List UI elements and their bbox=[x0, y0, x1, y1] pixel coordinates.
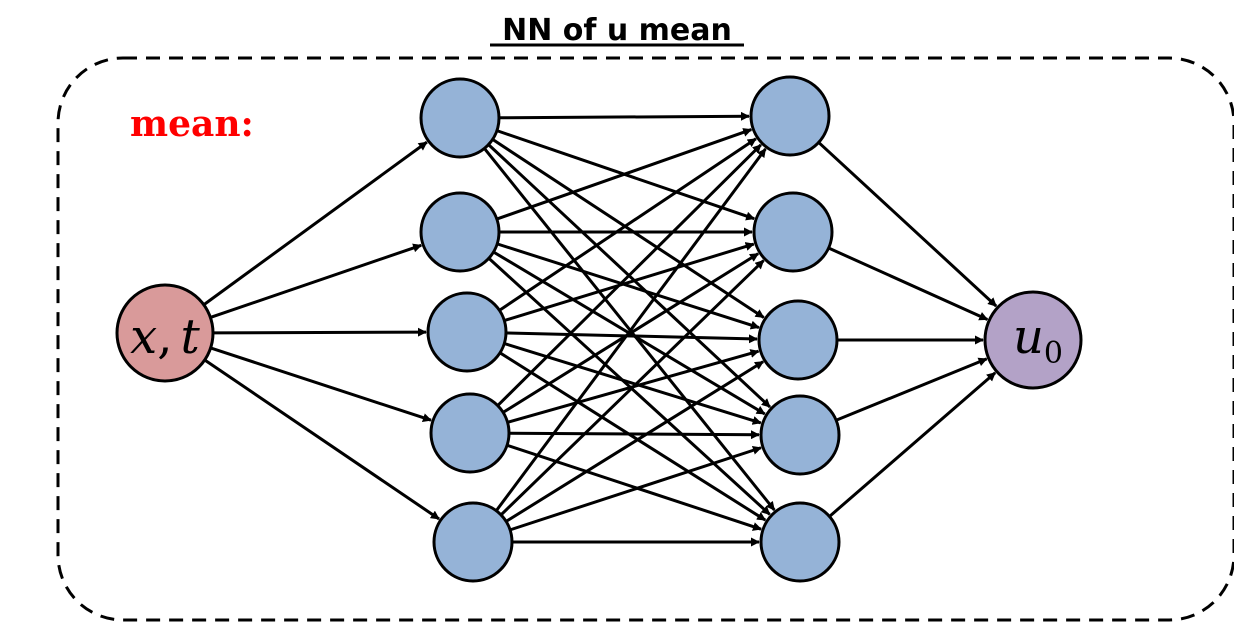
panel-tag-separator: : bbox=[241, 103, 254, 145]
hidden2-node-1 bbox=[749, 75, 831, 157]
diagram-title: NN of u mean bbox=[490, 13, 744, 48]
edge-h2-5-to-output bbox=[828, 371, 997, 518]
title-text: NN of u mean bbox=[502, 13, 732, 48]
hidden1-node-1 bbox=[419, 77, 501, 159]
edge-h1-2-to-h2-1 bbox=[496, 128, 753, 221]
edge-h1-4-to-h2-2 bbox=[502, 252, 759, 414]
output-var-u: u bbox=[1013, 309, 1044, 365]
output-node-label: u0 bbox=[1013, 309, 1063, 371]
edge-h2-1-to-output bbox=[817, 141, 998, 308]
edge-h1-3-to-h2-1 bbox=[498, 137, 757, 312]
hidden2-node-2 bbox=[752, 191, 834, 273]
edge-h1-3-to-h2-5 bbox=[499, 351, 767, 522]
hidden1-node-5 bbox=[432, 501, 514, 583]
input-node bbox=[115, 283, 215, 383]
edge-h2-4-to-output bbox=[835, 357, 988, 422]
edge-h1-3-to-h2-2 bbox=[503, 242, 755, 322]
edge-input-to-h1-3 bbox=[212, 327, 427, 337]
edge-input-to-h1-5 bbox=[203, 358, 440, 521]
hidden2-node-3 bbox=[757, 299, 839, 381]
edge-h1-5-to-h2-3 bbox=[505, 360, 764, 523]
panel-tag: mean: bbox=[130, 103, 254, 145]
edge-h1-3-to-h2-3 bbox=[505, 331, 758, 344]
edge-h1-1-to-h2-5 bbox=[483, 147, 776, 511]
input-sep: , bbox=[157, 309, 172, 365]
edge-h1-5-to-h2-2 bbox=[499, 259, 765, 516]
edge-h1-5-to-h2-1 bbox=[495, 147, 767, 512]
output-var-sub: 0 bbox=[1044, 336, 1063, 371]
nodes-group bbox=[115, 75, 1083, 583]
edge-h2-2-to-output bbox=[827, 246, 989, 321]
edge-h1-5-to-h2-4 bbox=[509, 445, 762, 532]
hidden1-node-2 bbox=[419, 191, 501, 273]
panel-tag-label: mean bbox=[130, 103, 241, 145]
edge-input-to-h1-1 bbox=[202, 140, 428, 306]
edge-h1-4-to-h2-5 bbox=[506, 443, 762, 531]
edge-input-to-h1-4 bbox=[210, 346, 432, 422]
edges-group bbox=[202, 111, 998, 547]
edge-h1-1-to-h2-3 bbox=[491, 138, 765, 319]
dashed-frame bbox=[56, 56, 1234, 622]
edge-h1-4-to-h2-1 bbox=[496, 143, 762, 407]
edge-h1-2-to-h2-3 bbox=[496, 242, 760, 330]
edge-h1-4-to-h2-4 bbox=[508, 430, 760, 440]
input-var-t: t bbox=[181, 309, 201, 365]
hidden1-node-3 bbox=[426, 291, 508, 373]
edge-input-to-h1-2 bbox=[209, 243, 423, 319]
hidden2-node-4 bbox=[759, 394, 841, 476]
input-node-label: x,t bbox=[130, 309, 200, 365]
input-var-x: x bbox=[130, 309, 157, 365]
hidden2-node-5 bbox=[759, 501, 841, 583]
output-node bbox=[983, 290, 1083, 390]
hidden1-node-4 bbox=[429, 392, 511, 474]
edge-h1-1-to-h2-1 bbox=[498, 111, 750, 121]
